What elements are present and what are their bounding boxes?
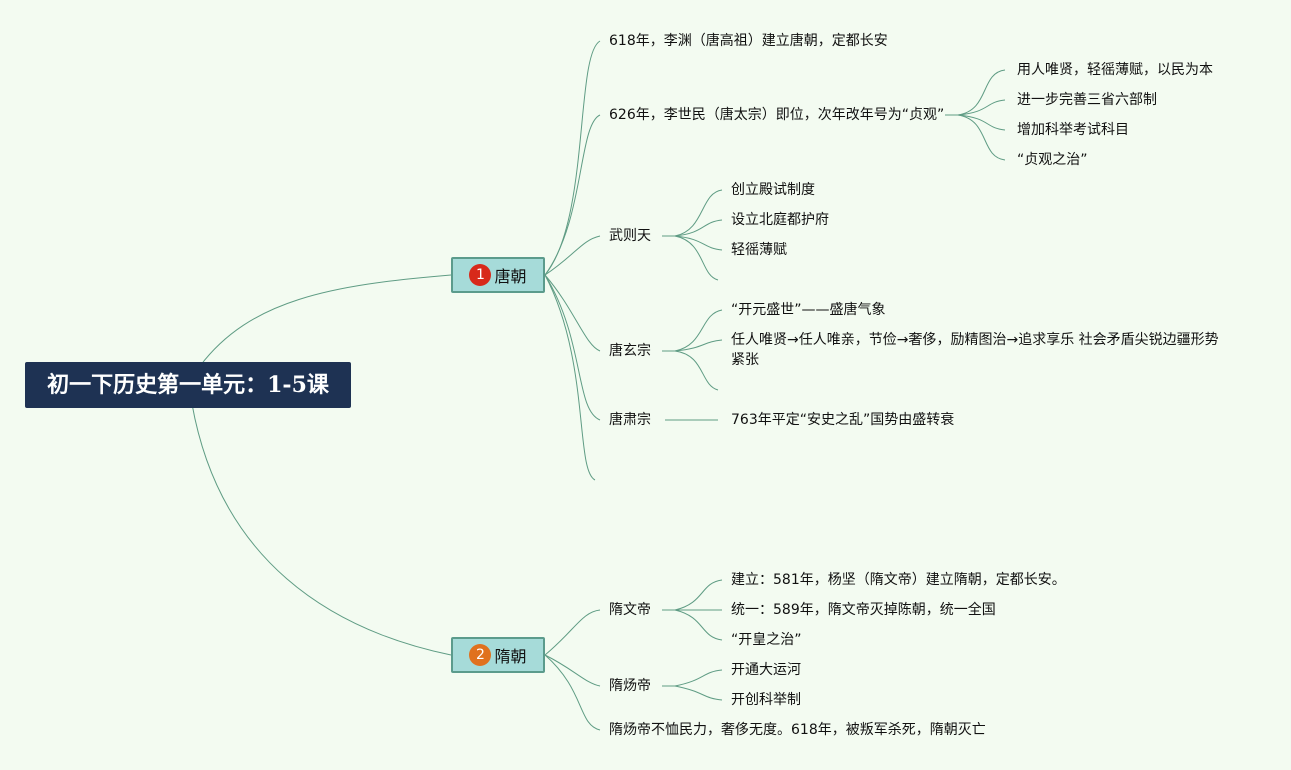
subtopic[interactable]: 增加科举考试科目 (1017, 122, 1129, 138)
subtopic[interactable]: 统一：589年，隋文帝灭掉陈朝，统一全国 (731, 602, 996, 618)
link-tang-c4 (544, 274, 601, 352)
subtopic[interactable]: 轻徭薄赋 (731, 242, 787, 258)
link-sui-c3 (544, 654, 601, 731)
subtopic[interactable]: 开通大运河 (731, 662, 801, 678)
branch-label: 唐朝 (494, 267, 527, 286)
number-2-badge-icon: 2 (469, 644, 492, 666)
link-tang-c1 (544, 40, 601, 276)
subtopic[interactable]: 任人唯贤→任人唯亲，节俭→奢侈，励精图治→追求享乐 社会矛盾尖锐边疆形势紧张 (731, 332, 1219, 368)
link-tang-c2 (544, 114, 601, 276)
link-sui-c1 (544, 609, 601, 656)
branch-tang[interactable]: 1 唐朝 (451, 257, 545, 293)
subtopic[interactable]: 设立北庭都护府 (731, 212, 829, 228)
subtopic[interactable]: “开皇之治” (731, 632, 802, 648)
branch-sui[interactable]: 2 隋朝 (451, 637, 545, 673)
link-sui-c2 (544, 654, 601, 687)
branch-label: 隋朝 (494, 647, 527, 666)
link-tang-c6 (544, 274, 596, 481)
link-root-sui (191, 403, 452, 656)
topic-tang-suzong[interactable]: 唐肃宗 (609, 412, 651, 428)
topic-sui-fall[interactable]: 隋炀帝不恤民力，奢侈无度。618年，被叛军杀死，隋朝灭亡 (609, 722, 986, 738)
topic-tang-taizong[interactable]: 626年，李世民（唐太宗）即位，次年改年号为“贞观” (609, 107, 945, 123)
topic-tang-xuanzong[interactable]: 唐玄宗 (609, 343, 651, 359)
subtopic[interactable]: 开创科举制 (731, 692, 801, 708)
subtopic[interactable]: 创立殿试制度 (731, 182, 815, 198)
number-1-badge-icon: 1 (469, 264, 492, 286)
subtopic[interactable]: 建立：581年，杨坚（隋文帝）建立隋朝，定都长安。 (731, 572, 1066, 588)
topic-sui-wendi[interactable]: 隋文帝 (609, 602, 651, 618)
topic-sui-yangdi[interactable]: 隋炀帝 (609, 678, 651, 694)
root-topic[interactable]: 初一下历史第一单元：1-5课 (25, 362, 351, 408)
subtopic[interactable]: “贞观之治” (1017, 152, 1088, 168)
link-tang-c3 (544, 235, 601, 276)
subtopic[interactable]: 763年平定“安史之乱”国势由盛转衰 (731, 412, 955, 428)
topic-wu-zetian[interactable]: 武则天 (609, 228, 651, 244)
subtopic[interactable]: 用人唯贤，轻徭薄赋，以民为本 (1017, 62, 1213, 78)
link-root-tang (199, 274, 452, 367)
link-tang-c5 (544, 274, 601, 421)
subtopic[interactable]: 进一步完善三省六部制 (1017, 92, 1157, 108)
subtopic[interactable]: “开元盛世”——盛唐气象 (731, 302, 886, 318)
topic-tang-founding[interactable]: 618年，李渊（唐高祖）建立唐朝，定都长安 (609, 33, 888, 49)
